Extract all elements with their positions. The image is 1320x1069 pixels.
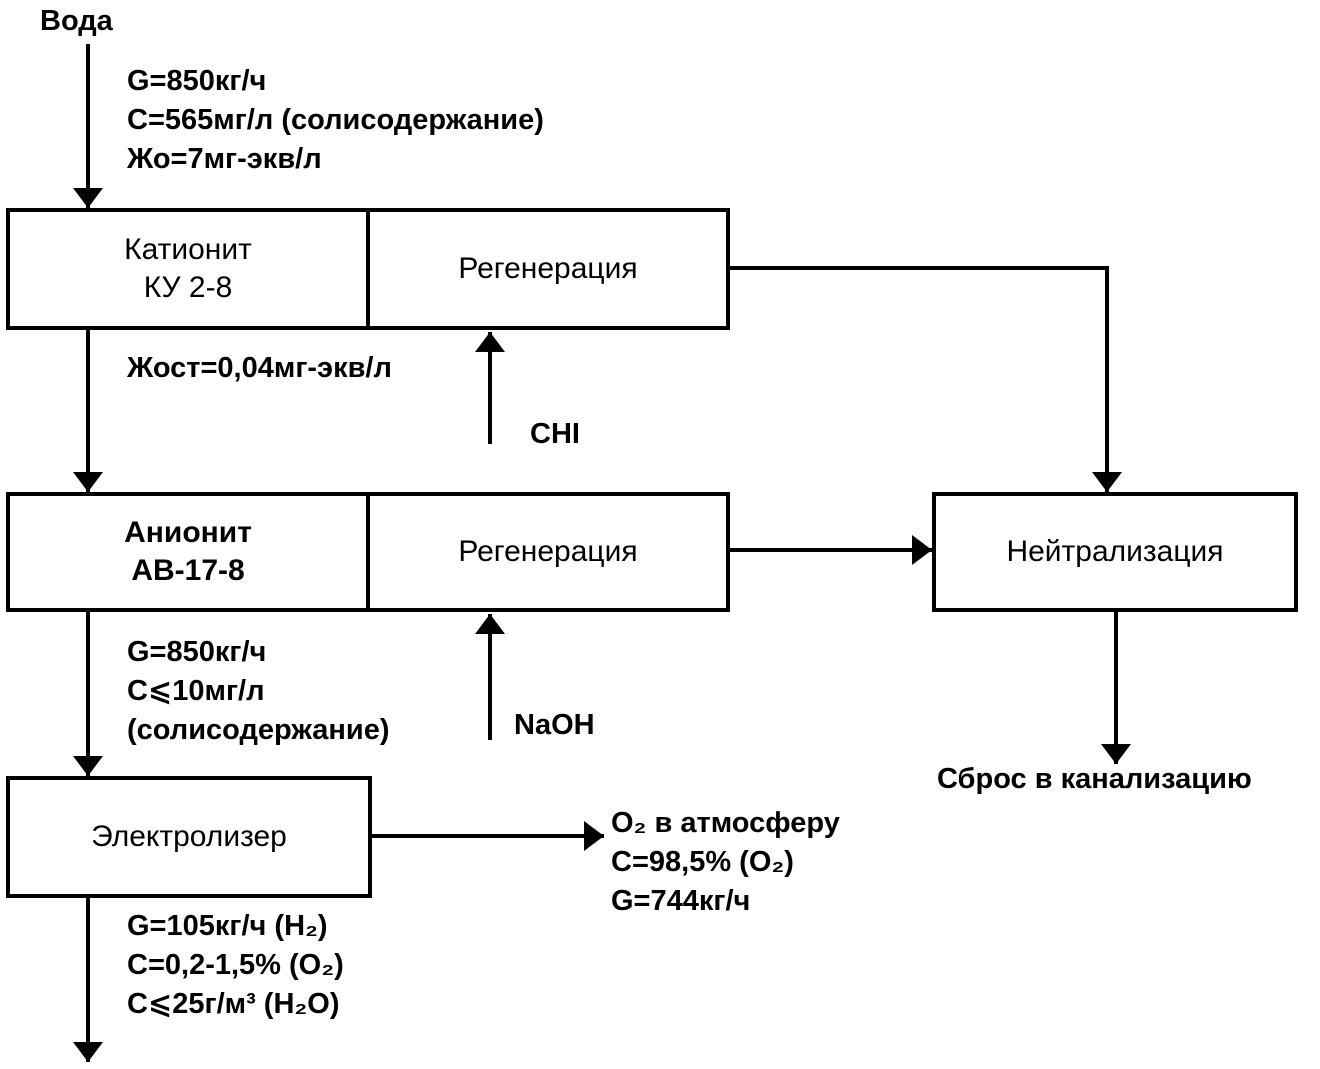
electrolyzer-box: Электролизер [6,776,372,898]
cation-exchanger-name: Катионит [124,233,252,266]
hydrogen-output-params: G=105кг/ч (H₂) C=0,2-1,5% (O₂) C⩽25г/м³ … [127,907,344,1024]
cation-exchanger-grade: КУ 2-8 [143,271,233,304]
hydrogen-water-content: C⩽25г/м³ (H₂O) [127,988,340,1020]
feed-salinity: C=565мг/л (солисодержание) [127,104,544,136]
arrow-regen1-to-neutralization [730,266,1122,492]
water-source-label: Вода [40,5,113,37]
anion-output-flow: G=850кг/ч [127,636,267,668]
feed-params: G=850кг/ч C=565мг/л (солисодержание) Жо=… [127,62,544,179]
oxygen-concentration: C=98,5% (O₂) [611,846,794,878]
reagent-chi-label: CHI [530,418,580,450]
hydrogen-flow-rate: G=105кг/ч (H₂) [127,910,328,942]
oxygen-output-params: O₂ в атмосферу C=98,5% (O₂) G=744кг/ч [611,804,840,921]
reagent-naoh-label: NaOH [514,709,595,741]
anion-exchanger-box: Анионит АВ-17-8 [6,492,370,612]
residual-hardness-label: Жост=0,04мг-экв/л [127,352,392,384]
neutralization-box: Нейтрализация [932,492,1298,612]
anion-exchanger-name: Анионит [124,516,252,549]
electrolyzer-label: Электролизер [91,820,287,853]
regeneration-box-1: Регенерация [366,208,730,330]
feed-flow-rate: G=850кг/ч [127,65,267,97]
cation-exchanger-box: Катионит КУ 2-8 [6,208,370,330]
anion-output-salinity: C⩽10мг/л [127,675,265,707]
hydrogen-oxygen-content: C=0,2-1,5% (O₂) [127,949,344,981]
regeneration-box-2: Регенерация [366,492,730,612]
regeneration-2-label: Регенерация [458,535,638,568]
neutralization-label: Нейтрализация [1006,535,1224,568]
oxygen-to-atmosphere: O₂ в атмосферу [611,807,840,839]
anion-output-params: G=850кг/ч C⩽10мг/л (солисодержание) [127,633,390,750]
sewer-discharge-label: Сброс в канализацию [937,763,1252,795]
anion-output-salinity-note: (солисодержание) [127,714,390,746]
feed-hardness: Жо=7мг-экв/л [127,143,322,175]
oxygen-flow-rate: G=744кг/ч [611,885,751,917]
regeneration-1-label: Регенерация [458,252,638,285]
anion-exchanger-grade: АВ-17-8 [131,554,245,587]
